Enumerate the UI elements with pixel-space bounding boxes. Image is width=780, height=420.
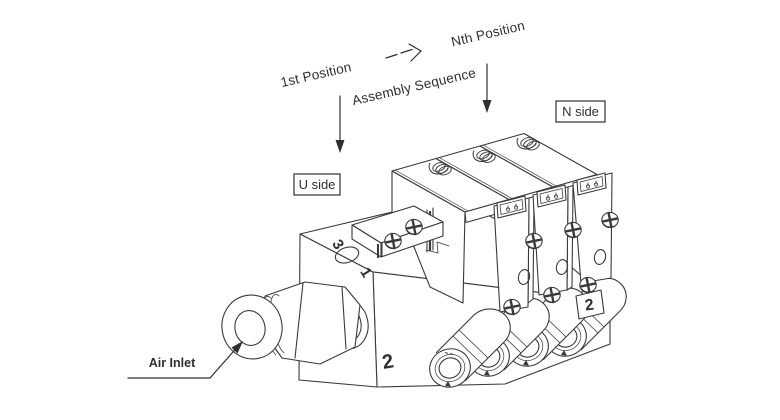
hex-facets: [294, 282, 347, 359]
first-position-label: 1st Position: [279, 59, 353, 90]
boss-screw-1-icon: [383, 232, 403, 250]
air-inlet-label: Air Inlet: [149, 356, 196, 370]
air-inlet-arrowhead-icon: [231, 341, 243, 354]
station-2-tab: [575, 289, 605, 320]
port-hole-top: [334, 246, 360, 264]
plate-2-hole: [555, 259, 569, 275]
u-side-label: U side: [299, 177, 336, 192]
plate-screw-bottom-3-icon: [578, 276, 598, 294]
plate-screw-bottom-1-icon: [502, 298, 522, 316]
port-2-station-marking: 2: [584, 296, 595, 314]
u-side-badge: U side: [293, 173, 341, 196]
boss-screw-2-icon: [404, 218, 424, 236]
collar-hole: [234, 310, 266, 346]
boss-slot: [377, 243, 383, 258]
port-2-front-marking: 2: [381, 350, 396, 374]
sequence-arrow-icon: [385, 43, 422, 62]
blanking-plate-boss: [351, 205, 444, 258]
valve-end-plates: [493, 172, 620, 320]
plate-3-hole: [593, 249, 607, 265]
nth-position-arrow-icon: [482, 63, 492, 113]
valve-left-face-steps: [425, 241, 450, 254]
plate-1-hole: [517, 269, 531, 285]
air-inlet-leader-line: [127, 343, 241, 379]
assembly-sequence-label: Assembly Sequence: [351, 65, 478, 108]
air-inlet-callout: Air Inlet: [127, 341, 243, 379]
plate-screw-top-3-icon: [600, 211, 620, 229]
n-side-badge: N side: [555, 100, 606, 123]
air-inlet-fitting: [221, 281, 369, 365]
plate-screw-bottom-2-icon: [542, 286, 562, 304]
n-side-label: N side: [562, 104, 599, 119]
nth-position-label: Nth Position: [450, 18, 527, 50]
plate-screw-top-2-icon: [563, 221, 583, 239]
first-position-arrow-icon: [335, 95, 345, 153]
plate-screw-top-1-icon: [524, 232, 544, 250]
